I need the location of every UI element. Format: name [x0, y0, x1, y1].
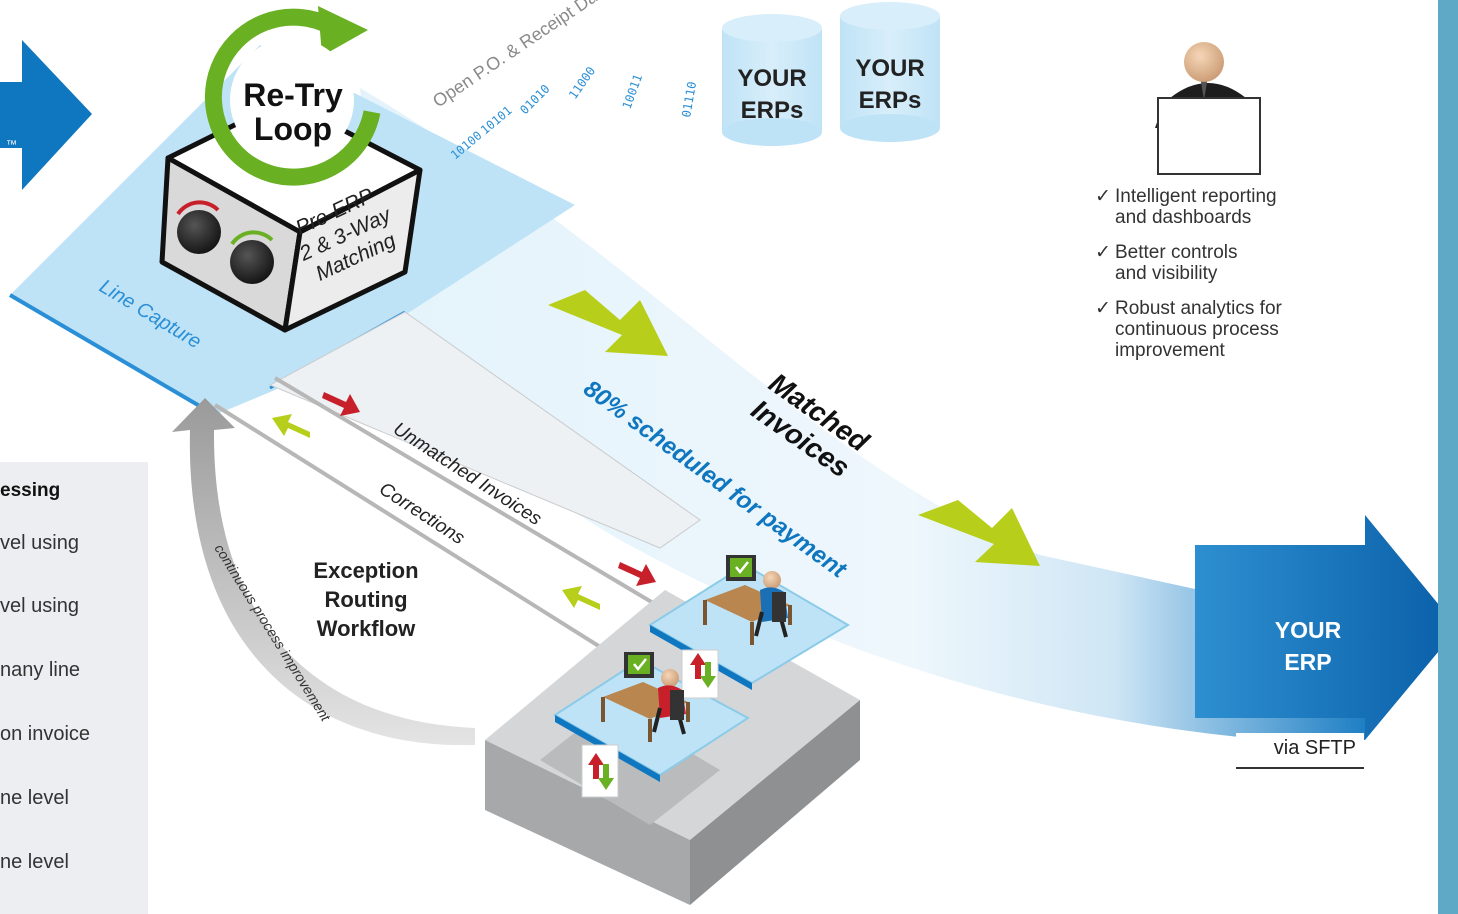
exception-base-left [485, 740, 690, 905]
erp-right-line2: ERPs [859, 87, 922, 114]
lane-line-lower [213, 403, 607, 652]
your-erp-arrow [1195, 515, 1458, 740]
processing-panel: essing vel using vel using nany line on … [0, 462, 148, 914]
elevator-shaft-lower [581, 744, 619, 798]
unmatched-arrow-icon [618, 562, 656, 586]
via-sftp-box: via SFTP [1236, 733, 1364, 769]
exception-label-line1: Exception [313, 558, 418, 583]
benefit-item: ✓ Intelligent reporting and dashboards [1095, 186, 1282, 228]
your-erp-line2: ERP [1284, 649, 1331, 675]
benefit-line: Intelligent reporting [1115, 186, 1277, 207]
worker-upper-icon [703, 555, 792, 645]
erp-right-line1: YOUR [855, 55, 924, 82]
processing-panel-row: on invoice [0, 723, 91, 745]
benefits-list: ✓ Intelligent reporting and dashboards ✓… [1095, 186, 1282, 375]
dial-knob-icon [177, 210, 221, 254]
processing-panel-row: ne level [0, 787, 69, 809]
check-icon: ✓ [1095, 186, 1111, 207]
benefit-item: ✓ Better controls and visibility [1095, 242, 1282, 284]
lane-line-upper [273, 376, 667, 612]
benefit-line: and dashboards [1115, 207, 1252, 228]
benefit-line: and visibility [1115, 263, 1218, 284]
cpi-loop-arrow [172, 398, 475, 746]
exception-label-line3: Workflow [317, 616, 416, 641]
erp-cylinder-left [722, 14, 822, 146]
processing-panel-row: vel using [0, 595, 79, 617]
processing-panel-row: ne level [0, 851, 69, 873]
line-capture-edge [8, 293, 217, 417]
unmatched-arrow-icon [322, 392, 360, 416]
processing-panel-row: vel using [0, 532, 79, 554]
retry-arrowhead-icon [318, 6, 368, 56]
processing-panel-row: nany line [0, 659, 81, 681]
down-arrow-icon [598, 764, 614, 790]
your-erp-line1: YOUR [1275, 617, 1342, 643]
matched-arrow-icon [548, 290, 668, 356]
binary-group: 01110 [679, 81, 699, 119]
retry-loop-ring [204, 8, 381, 186]
processing-panel-heading: essing [0, 480, 61, 501]
up-arrow-icon [588, 753, 604, 779]
erp-left-line2: ERPs [741, 97, 804, 124]
matched-arrow-icon [918, 500, 1040, 566]
binary-group: 10101 [478, 103, 515, 137]
correction-arrow-icon [562, 586, 600, 610]
exception-label-line2: Routing [324, 587, 407, 612]
binary-group: 10011 [620, 72, 646, 111]
benefit-item: ✓ Robust analytics for continuous proces… [1095, 298, 1282, 361]
benefit-line: Robust analytics for [1115, 298, 1282, 319]
worker-lower-icon [601, 652, 690, 742]
retry-label-line2: Loop [254, 111, 332, 147]
open-po-label: Open P.O. & Receipt Data [429, 0, 614, 111]
erp-left-line1: YOUR [737, 65, 806, 92]
benefit-line: continuous process [1115, 319, 1279, 340]
up-arrow-icon [690, 653, 706, 679]
retry-label-line1: Re-Try [243, 77, 343, 113]
manager-icon [1155, 42, 1261, 175]
exception-lanes [268, 311, 701, 549]
check-icon: ✓ [1095, 298, 1111, 319]
binary-group: 11000 [566, 64, 598, 102]
matched-flow-band [360, 88, 1365, 742]
benefit-line: improvement [1115, 340, 1225, 361]
benefit-line: Better controls [1115, 242, 1238, 263]
check-icon: ✓ [1095, 242, 1111, 263]
down-arrow-icon [700, 662, 716, 688]
dial-knob-icon [230, 240, 274, 284]
left-input-arrow [0, 40, 92, 190]
retry-loop-center [230, 38, 354, 162]
correction-arrow-icon [272, 414, 310, 438]
exception-base-right [690, 700, 860, 905]
left-arrow-trademark: ™ [6, 139, 17, 151]
via-sftp-label: via SFTP [1273, 737, 1356, 759]
binary-group: 01010 [517, 82, 552, 117]
right-edge-strip [1438, 0, 1458, 914]
erp-cylinder-right [840, 2, 940, 142]
